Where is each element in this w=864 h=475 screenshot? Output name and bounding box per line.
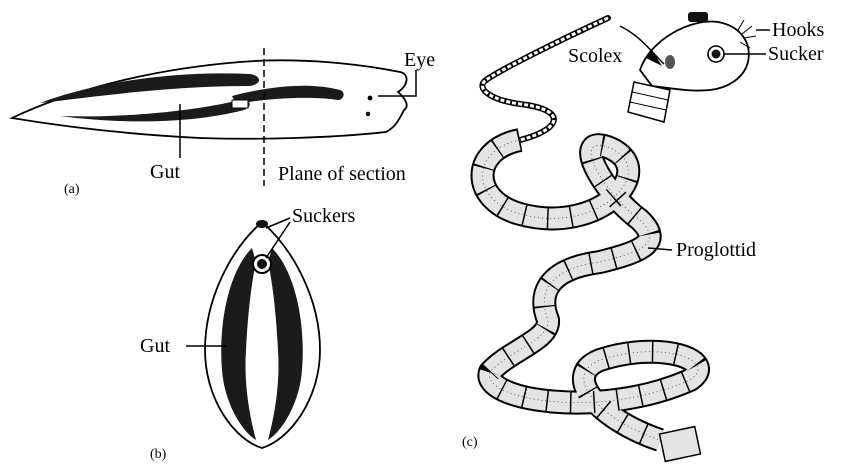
caption-b: (b) <box>150 447 167 462</box>
planarian-body-outline <box>12 60 407 138</box>
gut-b-label: Gut <box>140 335 170 357</box>
planarian-eye2-icon <box>366 112 370 116</box>
tapeworm-figure: Hooks Scolex Sucker Proglottid (c) <box>462 12 824 461</box>
scolex-sucker-core <box>712 50 721 59</box>
tapeworm-neck-inner <box>482 18 608 140</box>
caption-c: (c) <box>462 435 478 450</box>
scolex-enlargement <box>628 12 756 122</box>
gut-a-label: Gut <box>150 161 180 183</box>
fluke-sucker-core <box>257 259 267 269</box>
tapeworm-neck <box>482 18 608 140</box>
plane-of-section-label: Plane of section <box>278 163 406 185</box>
rostellum-icon <box>688 12 708 22</box>
proglottid-label: Proglottid <box>676 239 756 261</box>
scolex-label: Scolex <box>568 45 622 67</box>
caption-a: (a) <box>64 182 80 197</box>
tapeworm-tail-segment <box>659 427 700 462</box>
fluke-figure: Suckers Gut (b) <box>140 205 356 462</box>
scolex-neck-block <box>628 82 670 122</box>
scolex-sucker-2-icon <box>665 55 675 69</box>
eye-label: Eye <box>404 49 435 71</box>
planarian-eye-icon <box>368 96 373 101</box>
planarian-figure: Eye Gut Plane of section (a) <box>12 48 435 197</box>
fluke-oral-sucker-icon <box>256 220 268 228</box>
suckers-label: Suckers <box>292 205 356 227</box>
planarian-pharynx <box>232 100 248 108</box>
hooks-label: Hooks <box>772 19 824 41</box>
sucker-label: Sucker <box>768 43 824 65</box>
